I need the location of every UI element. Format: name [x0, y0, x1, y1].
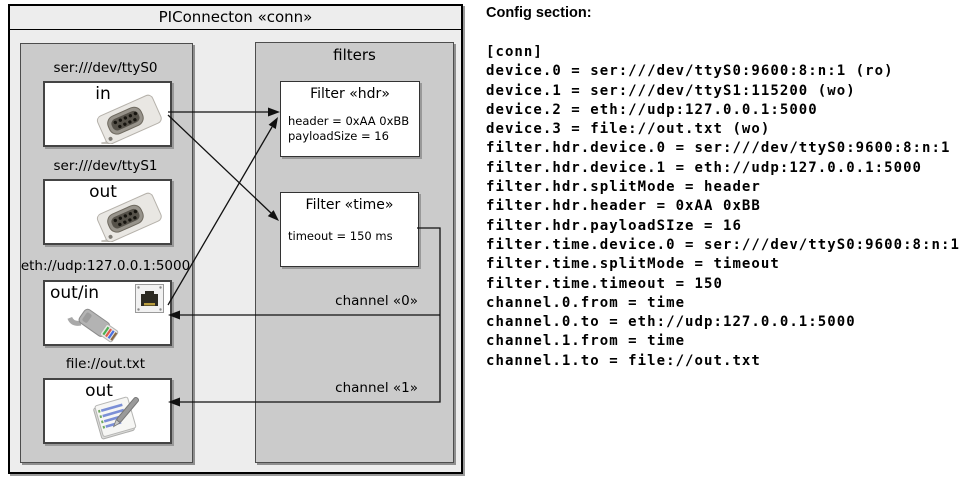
device-url-eth: eth://udp:127.0.0.1:5000	[20, 258, 191, 274]
filter-hdr-box: Filter «hdr» header = 0xAA 0xBB payloadS…	[280, 81, 420, 157]
channel-1-label: channel «1»	[335, 380, 418, 396]
ethernet-cable-icon	[67, 308, 119, 343]
ethernet-socket-icon	[135, 284, 164, 313]
config-section: Config section: [conn] device.0 = ser:///…	[486, 5, 964, 371]
config-line: filter.time.timeout = 150	[486, 275, 723, 292]
notepad-icon	[93, 396, 140, 440]
config-section-title: Config section:	[486, 5, 592, 21]
device-url-file: file://out.txt	[65, 356, 146, 372]
config-line: channel.1.to = file://out.txt	[486, 352, 761, 369]
filter-hdr-attr-payload: payloadSize = 16	[288, 129, 389, 143]
config-line: channel.1.from = time	[486, 333, 686, 350]
config-line: device.2 = eth://udp:127.0.0.1:5000	[486, 101, 818, 118]
config-line: device.3 = file://out.txt (wo)	[486, 121, 771, 138]
filter-hdr-attr-header: header = 0xAA 0xBB	[288, 114, 410, 128]
device-box-ttys0: in	[43, 81, 172, 147]
device-io-label: in	[95, 84, 111, 104]
device-io-label: out	[85, 381, 113, 401]
serial-connector-icon	[96, 192, 162, 242]
device-url-ttys0: ser:///dev/ttyS0	[53, 60, 158, 76]
device-box-file: out	[43, 378, 172, 444]
config-line: channel.0.from = time	[486, 294, 686, 311]
device-box-ttys1: out	[43, 179, 172, 245]
config-line: channel.0.to = eth://udp:127.0.0.1:5000	[486, 314, 856, 331]
config-line: filter.hdr.device.1 = eth://udp:127.0.0.…	[486, 159, 923, 176]
diagram-title: PIConnecton «conn»	[10, 6, 461, 30]
config-line: filter.hdr.payloadSIze = 16	[486, 217, 742, 234]
filter-time-title: Filter «time»	[305, 197, 394, 213]
config-line: filter.hdr.splitMode = header	[486, 179, 761, 196]
channel-0-label: channel «0»	[335, 293, 418, 309]
config-line: [conn]	[486, 44, 543, 60]
filter-hdr-title: Filter «hdr»	[310, 86, 390, 102]
config-line: filter.time.splitMode = timeout	[486, 256, 780, 273]
config-lines: [conn] device.0 = ser:///dev/ttyS0:9600:8…	[486, 43, 964, 371]
filter-time-box: Filter «time» timeout = 150 ms	[280, 192, 419, 267]
config-line: filter.hdr.device.0 = ser:///dev/ttyS0:9…	[486, 140, 951, 157]
config-line: filter.time.device.0 = ser:///dev/ttyS0:…	[486, 236, 960, 253]
device-io-label: out/in	[50, 283, 100, 303]
serial-connector-icon	[96, 94, 162, 144]
device-box-eth: out/in	[43, 280, 172, 346]
device-io-label: out	[89, 182, 117, 202]
filter-time-attr-timeout: timeout = 150 ms	[288, 229, 393, 243]
config-line: device.1 = ser:///dev/ttyS1:115200 (wo)	[486, 82, 856, 99]
device-url-ttys1: ser:///dev/ttyS1	[53, 158, 158, 174]
config-line: device.0 = ser:///dev/ttyS0:9600:8:n:1 (…	[486, 63, 894, 80]
config-line: filter.hdr.header = 0xAA 0xBB	[486, 198, 761, 215]
filters-panel-title: filters	[333, 46, 376, 64]
